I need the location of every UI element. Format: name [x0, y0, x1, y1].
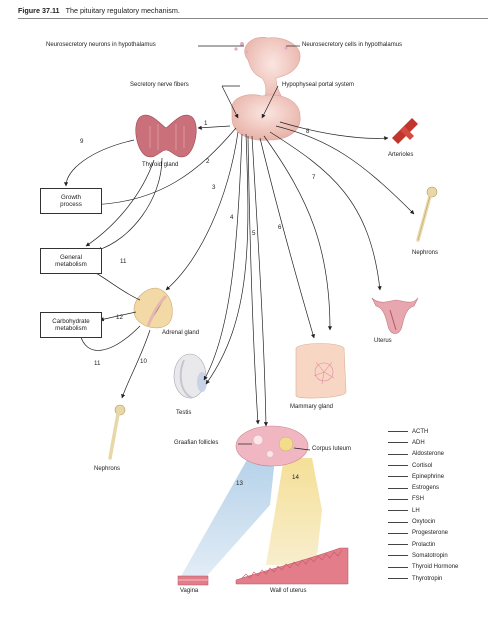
legend-label: Prolactin	[412, 541, 436, 548]
label-testis: Testis	[176, 410, 192, 416]
legend-row: ACTH	[388, 426, 493, 437]
vagina-art	[177, 575, 209, 586]
uterus-wall-art	[235, 547, 349, 585]
arrow-number-6: 6	[278, 224, 282, 231]
uterus-art	[371, 297, 419, 334]
legend-row: LH	[388, 505, 493, 516]
label-neurosecretory-cells: Neurosecretory cells in hypothalamus	[302, 42, 403, 48]
adrenal-gland-art	[133, 287, 173, 329]
label-neurosecretory-neurons: Neurosecretory neurons in hypothalamus	[46, 42, 156, 48]
legend-row: FSH	[388, 494, 493, 505]
legend-row: Epinephrine	[388, 471, 493, 482]
legend-line	[388, 532, 408, 534]
legend-label: Estrogens	[412, 485, 440, 492]
corpus-beam-yellow	[266, 458, 322, 565]
legend-label: Oxytocin	[412, 519, 436, 526]
label-vagina: Vagina	[180, 588, 199, 594]
label-nephrons-bottom: Nephrons	[94, 466, 121, 472]
legend-line	[388, 544, 408, 546]
arrow-number-4: 4	[230, 214, 234, 221]
arrow-number-9: 9	[80, 138, 84, 145]
label-graafian-follicles: Graafian follicles	[174, 440, 219, 446]
arrow-number-5: 5	[252, 230, 256, 237]
label-thyroid-gland: Thyroid gland	[142, 162, 179, 168]
arrow-number-1: 1	[204, 120, 208, 127]
arrow-number-14: 14	[292, 474, 299, 481]
legend-row: Aldosterone	[388, 449, 493, 460]
legend-label: Cortisol	[412, 462, 433, 469]
mammary-gland-art	[295, 343, 347, 399]
arrow-number-2: 2	[206, 158, 210, 165]
label-mammary-gland: Mammary gland	[290, 404, 334, 410]
legend-label: Aldosterone	[412, 451, 445, 458]
follicle-beam-blue	[180, 458, 275, 578]
legend-line	[388, 431, 408, 433]
legend-row: Estrogens	[388, 482, 493, 493]
testis-art	[173, 353, 207, 399]
legend-row: Oxytocin	[388, 516, 493, 527]
legend-line	[388, 476, 408, 478]
hormone-arrows	[63, 45, 415, 451]
label-secretory-nerve-fibers: Secretory nerve fibers	[130, 82, 189, 88]
legend-line	[388, 510, 408, 512]
arrow-number-11a: 11	[120, 258, 127, 265]
legend-row: Thyrotropin	[388, 573, 493, 584]
arrow-number-11b: 11	[94, 360, 101, 367]
legend-label: Progesterone	[412, 530, 449, 537]
nephron-top-art	[416, 186, 438, 242]
arrow-number-10: 10	[140, 358, 147, 365]
arteriole-art	[392, 118, 418, 144]
label-uterus: Uterus	[374, 338, 392, 344]
arrow-number-8: 8	[306, 128, 310, 135]
legend-label: Thyroid Hormone	[412, 564, 459, 571]
legend-line	[388, 578, 408, 579]
thyroid-gland-art	[135, 114, 197, 158]
legend-label: ADH	[412, 439, 425, 446]
label-nephrons-top: Nephrons	[412, 250, 439, 256]
figure-caption: The pituitary regulatory mechanism.	[65, 6, 180, 15]
label-hypophyseal-portal: Hypophyseal portal system	[282, 82, 355, 88]
growth-process-box: Growth process	[40, 188, 102, 214]
title-rule	[18, 18, 488, 19]
legend-label: FSH	[412, 496, 424, 503]
arrow-number-13: 13	[236, 480, 243, 487]
hypothalamus-pituitary	[231, 37, 301, 141]
legend-row: Progesterone	[388, 528, 493, 539]
legend-row: Prolactin	[388, 539, 493, 550]
general-metabolism-box: General metabolism	[40, 248, 102, 274]
nephron-bottom-art	[108, 404, 126, 460]
legend-row: ADH	[388, 437, 493, 448]
legend-label: Epinephrine	[412, 473, 445, 480]
arrow-number-12: 12	[116, 314, 123, 321]
legend-label: Somatotropin	[412, 552, 448, 559]
legend-label: Thyrotropin	[412, 575, 443, 582]
legend-line	[388, 453, 408, 455]
carbohydrate-metabolism-box: Carbohydrate metabolism	[40, 312, 102, 338]
arrow-number-3: 3	[212, 184, 216, 191]
legend-line	[388, 465, 408, 467]
legend-line	[388, 442, 408, 444]
legend-line	[388, 487, 408, 489]
label-wall-of-uterus: Wall of uterus	[270, 588, 307, 594]
figure-number: Figure 37.11	[18, 6, 60, 15]
label-arterioles: Arterioles	[388, 152, 414, 158]
legend-label: ACTH	[412, 428, 429, 435]
ovary-art	[235, 425, 309, 467]
label-adrenal-gland: Adrenal gland	[162, 330, 200, 336]
legend-line	[388, 555, 408, 557]
legend-row: Cortisol	[388, 460, 493, 471]
legend-row: Thyroid Hormone	[388, 562, 493, 573]
legend-label: LH	[412, 507, 420, 514]
legend-line	[388, 498, 408, 500]
arrow-number-7: 7	[312, 174, 316, 181]
figure-title: Figure 37.11 The pituitary regulatory mec…	[18, 6, 180, 15]
legend-row: Somatotropin	[388, 550, 493, 561]
legend-line	[388, 566, 408, 568]
legend-line	[388, 521, 408, 523]
label-corpus-luteum: Corpus luteum	[312, 446, 352, 452]
